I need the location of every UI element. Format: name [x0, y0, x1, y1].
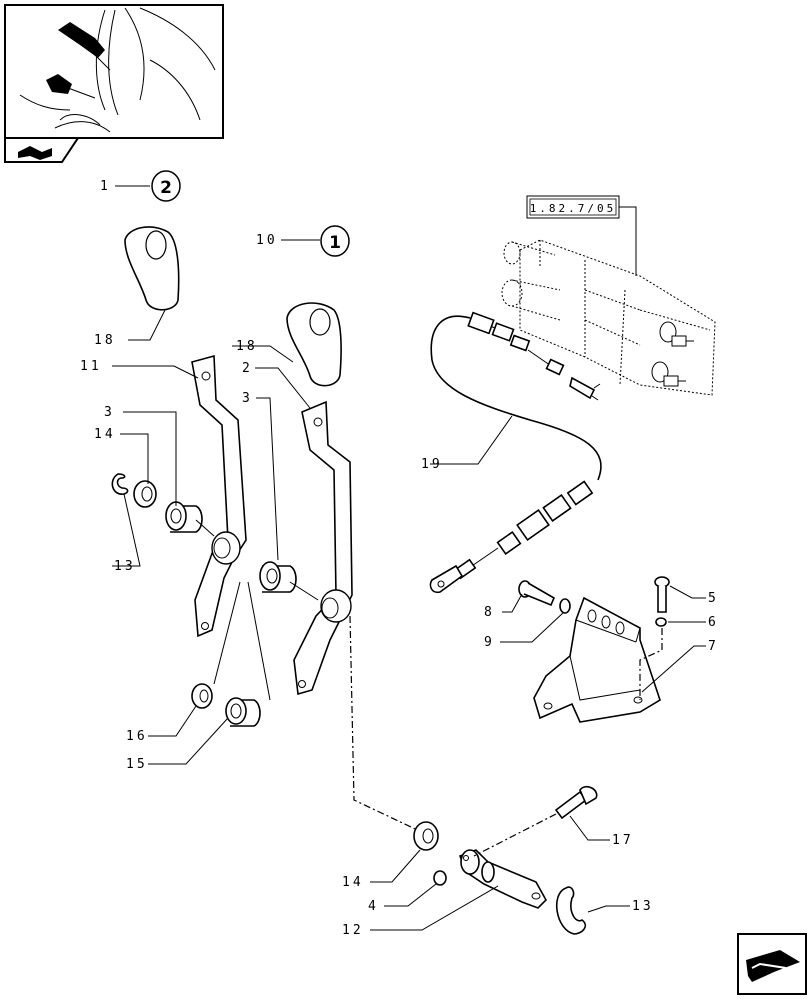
callout-7: 7	[708, 639, 719, 654]
knob-left	[124, 226, 180, 311]
reference-box[interactable]: 1.82.7/05	[526, 195, 637, 276]
circle-marker-1	[320, 225, 350, 257]
bolt-17	[554, 785, 598, 820]
bushing-3-middle	[259, 561, 297, 593]
book-icon[interactable]	[18, 146, 52, 160]
washer-16	[191, 683, 213, 709]
callout-15: 15	[126, 757, 148, 772]
callout-13-left: 13	[114, 559, 136, 574]
control-valve	[501, 239, 716, 396]
washer-14-left	[133, 480, 157, 508]
thumbnail-panel[interactable]	[4, 4, 224, 163]
callout-9: 9	[484, 635, 495, 650]
callout-14-left: 14	[94, 427, 116, 442]
callout-3-left: 3	[104, 405, 115, 420]
bolt-8	[518, 580, 556, 607]
circle-marker-2-label: 2	[160, 178, 172, 198]
callout-14-bottom: 14	[342, 875, 364, 890]
callout-4: 4	[368, 899, 379, 914]
reference-box-label: 1.82.7/05	[530, 202, 617, 215]
bolt-5	[654, 576, 670, 613]
callout-19: 19	[421, 457, 443, 472]
control-cable	[429, 311, 602, 594]
callout-1: 1 2	[100, 170, 181, 202]
washer-6	[655, 617, 667, 627]
callout-13-bottom: 13	[632, 899, 654, 914]
circle-marker-1-label: 1	[329, 233, 341, 253]
callout-16: 16	[126, 729, 148, 744]
callout-10: 10 1	[256, 225, 350, 257]
callout-18-right: 18	[236, 339, 258, 354]
callout-5: 5	[708, 591, 719, 606]
callout-18-left: 18	[94, 333, 116, 348]
lever-left	[191, 354, 247, 638]
callout-11: 11	[80, 359, 102, 374]
circle-marker-2	[151, 170, 181, 202]
lever-right	[293, 400, 353, 696]
bracket-7	[533, 596, 661, 723]
callout-2: 2	[242, 361, 253, 376]
thumbnail-image	[19, 7, 216, 133]
callout-8: 8	[484, 605, 495, 620]
callout-17: 17	[612, 833, 634, 848]
pin-12	[458, 849, 547, 909]
washer-9	[559, 598, 571, 614]
snap-ring-13-left	[111, 473, 129, 495]
snap-ring-13-bottom	[556, 886, 587, 935]
bushing-15	[225, 697, 261, 727]
callout-12: 12	[342, 923, 364, 938]
next-page-arrow-icon[interactable]	[737, 933, 807, 995]
callout-3-middle: 3	[242, 391, 253, 406]
callout-6: 6	[708, 615, 719, 630]
callout-1-label: 1	[100, 179, 111, 194]
washer-14-bottom	[413, 821, 439, 851]
callout-10-label: 10	[256, 233, 278, 248]
valve-fitting-top	[659, 321, 694, 347]
valve-fitting-bottom	[651, 361, 686, 387]
bushing-3-left	[165, 501, 203, 533]
ring-4	[433, 870, 447, 886]
knob-right	[286, 302, 342, 387]
